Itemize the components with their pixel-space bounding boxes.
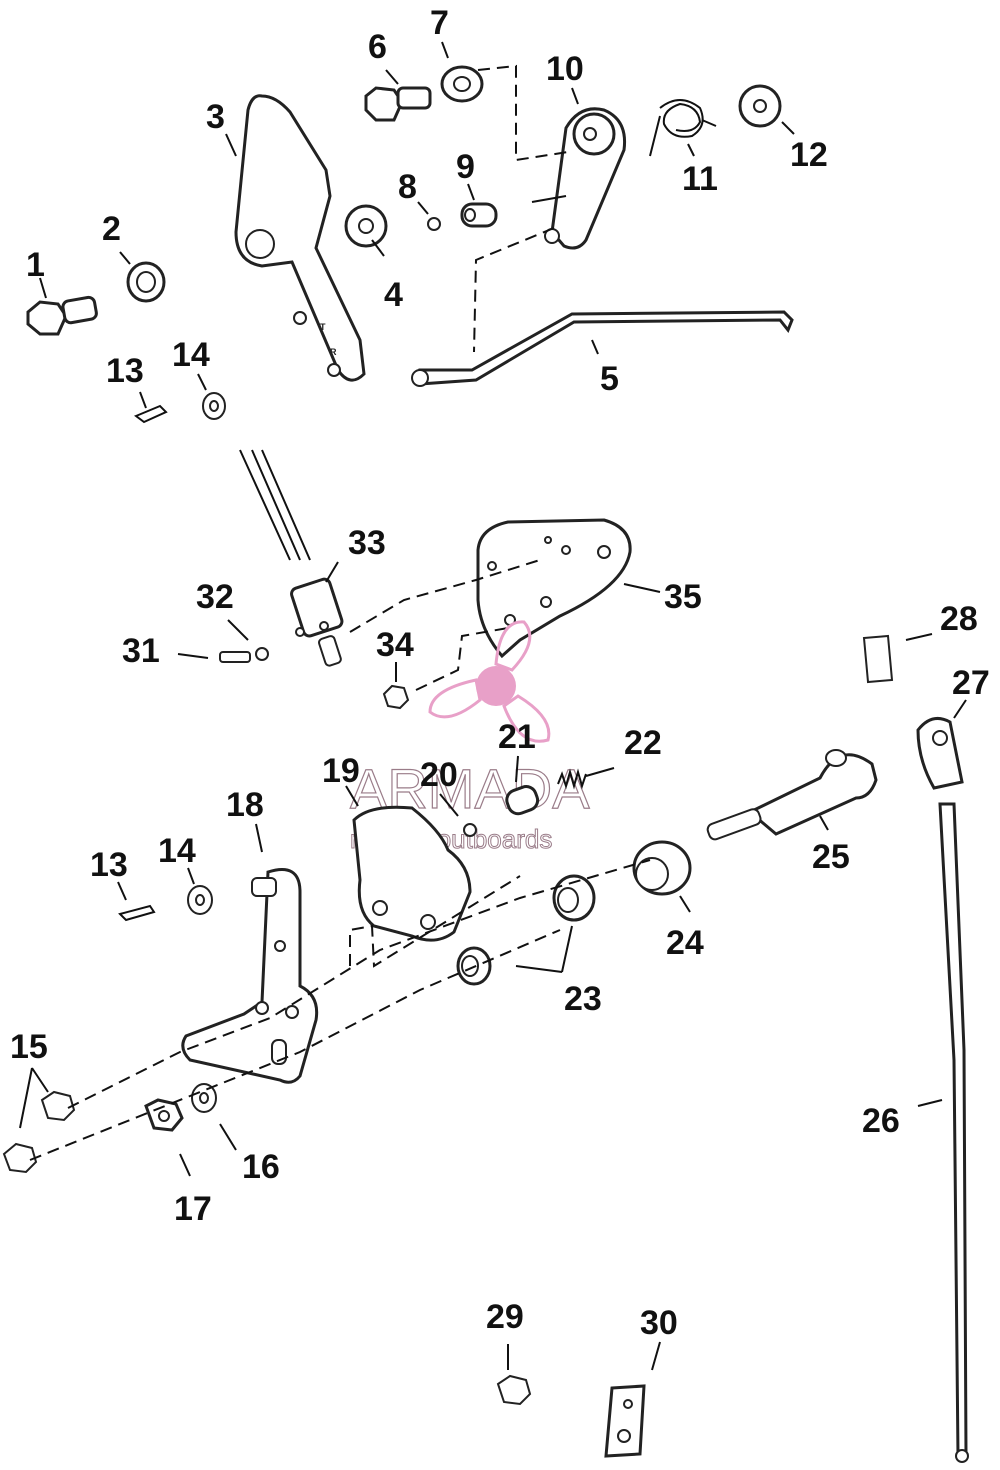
part-4-washer <box>344 204 388 248</box>
callout-19: 19 <box>322 752 360 790</box>
middle-assembly <box>219 449 632 710</box>
callout-7: 7 <box>430 4 449 42</box>
callout-16: 16 <box>242 1148 280 1186</box>
part-21-bushing <box>505 785 540 816</box>
part-18-lever-bracket <box>181 868 319 1084</box>
lever-letter-r: R <box>330 347 337 357</box>
callout-21: 21 <box>498 718 536 756</box>
part-9-bushing <box>460 202 498 228</box>
callout-11: 11 <box>682 160 718 198</box>
part-32-washer <box>255 647 269 661</box>
callout-23: 23 <box>564 980 602 1018</box>
callout-1: 1 <box>26 246 45 284</box>
callout-17: 17 <box>174 1190 212 1228</box>
callout-31: 31 <box>122 632 160 670</box>
callout-34: 34 <box>376 626 414 664</box>
part-31-screw <box>219 651 251 663</box>
callout-13-top: 13 <box>106 352 144 390</box>
callout-14-lower: 14 <box>158 832 196 870</box>
callout-25: 25 <box>812 838 850 876</box>
part-24-collar <box>632 840 692 896</box>
callout-9: 9 <box>456 148 475 186</box>
part-2-washer <box>126 261 166 303</box>
part-30-block <box>604 1384 646 1458</box>
part-14-washer-lower <box>187 885 213 915</box>
callout-5: 5 <box>600 360 619 398</box>
logo-blade-1 <box>494 620 532 672</box>
logo-blade-2 <box>428 678 482 719</box>
callout-labels: 1 2 3 4 5 6 7 8 9 10 11 12 13 14 13 14 1… <box>10 4 990 1342</box>
callout-2: 2 <box>102 210 121 248</box>
callout-4: 4 <box>384 276 403 314</box>
part-12-washer <box>738 84 782 128</box>
callout-35: 35 <box>664 578 702 616</box>
callout-10: 10 <box>546 50 584 88</box>
part-10-lever-assembly <box>531 107 627 250</box>
logo-hub <box>476 666 516 706</box>
logo-blade-3 <box>502 694 551 743</box>
part-19-cam-plate <box>352 805 472 942</box>
part-27-link-end <box>916 716 964 790</box>
callout-28: 28 <box>940 600 978 638</box>
callout-12: 12 <box>790 136 828 174</box>
part-33-neutral-switch <box>239 449 344 667</box>
callout-20: 20 <box>420 756 458 794</box>
part-35-bracket <box>476 518 632 659</box>
part-17-nut <box>144 1098 184 1132</box>
part-11-spring <box>649 99 717 157</box>
part-15-bolt-b <box>2 1142 38 1174</box>
part-13-clip-top <box>134 404 168 424</box>
callout-32: 32 <box>196 578 234 616</box>
lever-letter-t: T <box>320 322 326 332</box>
part-23-bushing-b <box>552 874 596 922</box>
callout-33: 33 <box>348 524 386 562</box>
part-5-link-rod <box>411 310 794 387</box>
watermark-logo <box>428 620 551 743</box>
part-20-pin <box>463 823 477 837</box>
part-3-shift-lever: T R <box>234 94 366 382</box>
callout-15: 15 <box>10 1028 48 1066</box>
lower-assembly <box>2 634 969 1463</box>
callout-29: 29 <box>486 1298 524 1336</box>
callout-24: 24 <box>666 924 704 962</box>
leader-lines <box>19 41 967 1371</box>
part-22-spring <box>557 768 587 790</box>
part-15-bolt-a <box>40 1090 76 1122</box>
part-28-clip <box>862 634 894 684</box>
part-13-clip-lower <box>118 904 156 922</box>
part-26-shift-rod <box>938 802 969 1463</box>
part-7-washer <box>440 65 484 103</box>
callout-18: 18 <box>226 786 264 824</box>
part-14-washer-top <box>202 392 226 420</box>
callout-30: 30 <box>640 1304 678 1342</box>
part-25-shaft <box>706 749 878 841</box>
callout-13-lower: 13 <box>90 846 128 884</box>
part-16-washer <box>191 1083 217 1113</box>
callout-27: 27 <box>952 664 990 702</box>
callout-14-top: 14 <box>172 336 210 374</box>
callout-26: 26 <box>862 1102 900 1140</box>
callout-6: 6 <box>368 28 387 66</box>
part-34-screw <box>382 684 410 710</box>
part-1-bolt <box>26 295 98 336</box>
part-6-bolt <box>364 86 432 122</box>
part-8-nut <box>427 217 441 231</box>
top-assembly: T R <box>26 64 794 424</box>
callout-22: 22 <box>624 724 662 762</box>
part-29-screw <box>496 1374 532 1406</box>
callout-3: 3 <box>206 98 225 136</box>
callout-8: 8 <box>398 168 417 206</box>
